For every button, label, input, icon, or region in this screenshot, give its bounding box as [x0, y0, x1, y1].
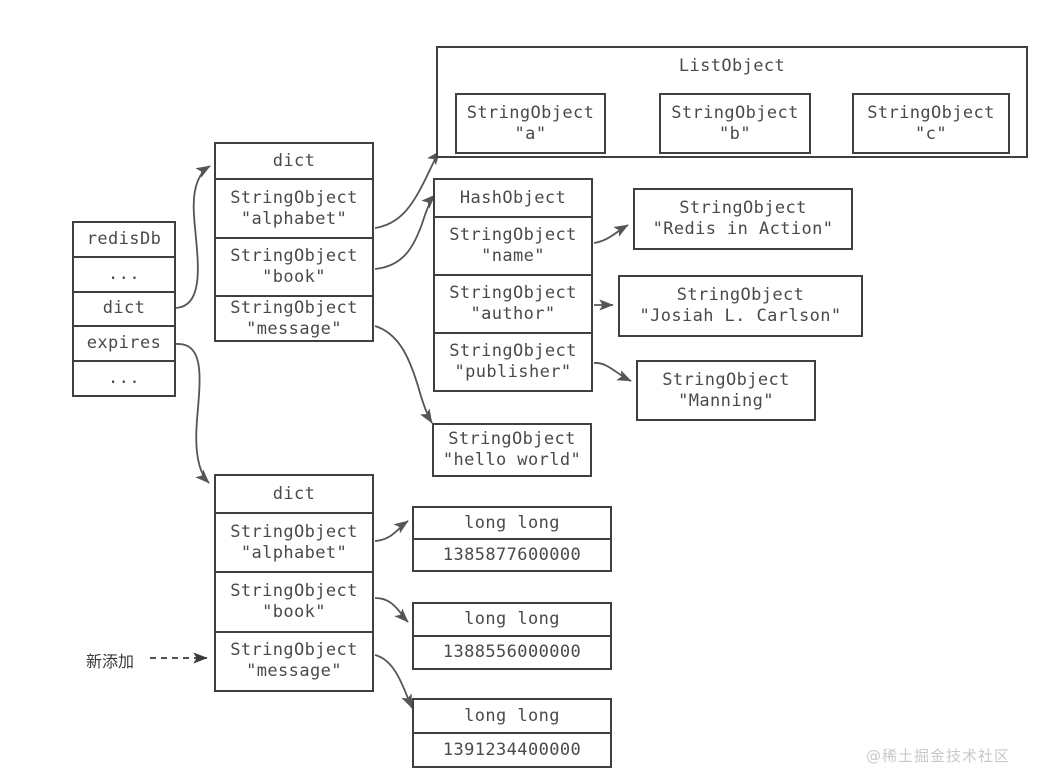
expires-value-1-type: long long — [464, 512, 560, 533]
key-dict-row-alphabet-value: "alphabet" — [240, 208, 348, 229]
expires-dict-title: dict — [272, 483, 316, 504]
key-dict-row-book-type: StringObject — [230, 246, 358, 266]
edge-book-to-hashobject — [374, 194, 436, 270]
list-node-a-type: StringObject — [466, 102, 595, 123]
string-object-hello-world-value: "hello world" — [442, 450, 582, 470]
edge-exp-message-to-ll3 — [374, 654, 413, 709]
hash-value-manning-cell: StringObject "Manning" — [638, 362, 814, 419]
hash-value-redis-in-action[interactable]: StringObject "Redis in Action" — [633, 188, 853, 250]
expires-value-2-type: long long — [464, 609, 560, 629]
redisdb-box: redisDb ... dict expires ... — [72, 221, 176, 397]
key-dict-box: dict StringObject "alphabet" StringObjec… — [214, 142, 374, 342]
hash-value-redis-in-action-value: "Redis in Action" — [652, 219, 834, 239]
key-dict-title: dict — [272, 150, 316, 171]
hash-object-title: HashObject — [459, 187, 567, 208]
hash-field-name-value: "name" — [481, 246, 545, 266]
string-object-hello-world-type: StringObject — [448, 429, 576, 449]
hash-value-josiah-carlson[interactable]: StringObject "Josiah L. Carlson" — [618, 275, 863, 337]
expires-value-2-value: 1388556000000 — [414, 635, 610, 668]
edge-message-to-helloworld — [374, 325, 433, 424]
key-dict-row-message-value: "message" — [246, 318, 342, 339]
hash-value-josiah-carlson-cell: StringObject "Josiah L. Carlson" — [620, 277, 861, 335]
hash-field-name-type: StringObject — [449, 225, 577, 245]
expires-value-box-3[interactable]: long long 1391234400000 — [412, 698, 612, 768]
edge-alphabet-to-listobject — [374, 150, 441, 229]
redisdb-row-expires[interactable]: expires — [74, 325, 174, 360]
expires-dict-row-alphabet-type: StringObject — [230, 521, 358, 542]
hash-value-josiah-carlson-type: StringObject — [676, 285, 805, 305]
hash-value-manning[interactable]: StringObject "Manning" — [636, 360, 816, 421]
hash-field-publisher-value: "publisher" — [454, 362, 572, 382]
expires-dict-box: dict StringObject "alphabet" StringObjec… — [214, 474, 374, 692]
list-node-c[interactable]: StringObject "c" — [852, 93, 1010, 154]
list-node-a[interactable]: StringObject "a" — [455, 93, 606, 154]
edge-exp-alphabet-to-ll1 — [374, 520, 409, 542]
list-node-c-type: StringObject — [867, 102, 995, 123]
redisdb-row-title: redisDb — [86, 228, 162, 249]
hash-field-publisher[interactable]: StringObject "publisher" — [435, 332, 591, 390]
edge-publisher-to-manning — [593, 362, 632, 382]
expires-dict-row-alphabet-value: "alphabet" — [240, 542, 348, 563]
key-dict-row-message-type: StringObject — [230, 297, 358, 318]
expires-value-3-type: long long — [464, 705, 560, 726]
list-node-a-value: "a" — [514, 123, 547, 144]
key-dict-row-book[interactable]: StringObject "book" — [216, 237, 372, 295]
list-object-title: ListObject — [678, 56, 786, 76]
new-added-label: 新添加 — [86, 652, 135, 671]
hash-value-josiah-carlson-value: "Josiah L. Carlson" — [639, 306, 842, 326]
redisdb-row-ellipsis-top: ... — [74, 255, 174, 291]
hash-value-manning-type: StringObject — [662, 369, 790, 390]
expires-value-box-2[interactable]: long long 1388556000000 — [412, 602, 612, 670]
key-dict-row-alphabet[interactable]: StringObject "alphabet" — [216, 178, 372, 237]
edge-dict-to-keydict — [175, 165, 211, 309]
expires-value-1-value: 1385877600000 — [414, 538, 610, 570]
watermark: @稀土掘金技术社区 — [866, 747, 1011, 765]
expires-dict-row-book-type: StringObject — [230, 580, 358, 601]
hash-value-redis-in-action-type: StringObject — [679, 198, 807, 218]
list-node-b[interactable]: StringObject "b" — [659, 93, 811, 154]
redisdb-row-ellipsis-bottom: ... — [74, 360, 174, 395]
hash-object-box: HashObject StringObject "name" StringObj… — [433, 178, 593, 392]
list-node-b-cell: StringObject "b" — [661, 95, 809, 152]
string-object-hello-world-cell: StringObject "hello world" — [434, 425, 590, 475]
hash-field-author-value: "author" — [470, 304, 556, 324]
edge-name-to-redis-in-action — [593, 224, 629, 244]
expires-dict-row-message-type: StringObject — [230, 640, 358, 661]
list-node-b-type: StringObject — [671, 102, 799, 123]
key-dict-row-book-value: "book" — [262, 267, 326, 287]
expires-value-box-1[interactable]: long long 1385877600000 — [412, 506, 612, 572]
expires-dict-row-alphabet[interactable]: StringObject "alphabet" — [216, 512, 372, 571]
list-node-c-value: "c" — [915, 123, 947, 144]
string-object-hello-world[interactable]: StringObject "hello world" — [432, 423, 592, 477]
redisdb-row-dict[interactable]: dict — [74, 290, 174, 326]
edge-expires-to-expiresdict — [175, 343, 210, 484]
expires-value-3-value: 1391234400000 — [414, 732, 610, 766]
hash-field-author-type: StringObject — [449, 283, 577, 303]
edge-exp-book-to-ll2 — [374, 597, 409, 623]
list-node-c-cell: StringObject "c" — [854, 95, 1008, 152]
hash-field-publisher-type: StringObject — [449, 341, 577, 361]
hash-value-manning-value: "Manning" — [678, 390, 774, 411]
hash-field-name[interactable]: StringObject "name" — [435, 216, 591, 274]
hash-field-author[interactable]: StringObject "author" — [435, 274, 591, 332]
list-node-a-cell: StringObject "a" — [457, 95, 604, 152]
expires-dict-row-book-value: "book" — [262, 601, 326, 622]
expires-dict-row-message-value: "message" — [246, 661, 342, 682]
expires-dict-row-book[interactable]: StringObject "book" — [216, 571, 372, 630]
hash-value-redis-in-action-cell: StringObject "Redis in Action" — [635, 190, 851, 248]
key-dict-row-message[interactable]: StringObject "message" — [216, 295, 372, 340]
list-node-b-value: "b" — [719, 123, 751, 144]
key-dict-row-alphabet-type: StringObject — [230, 187, 358, 208]
expires-dict-row-message[interactable]: StringObject "message" — [216, 630, 372, 690]
